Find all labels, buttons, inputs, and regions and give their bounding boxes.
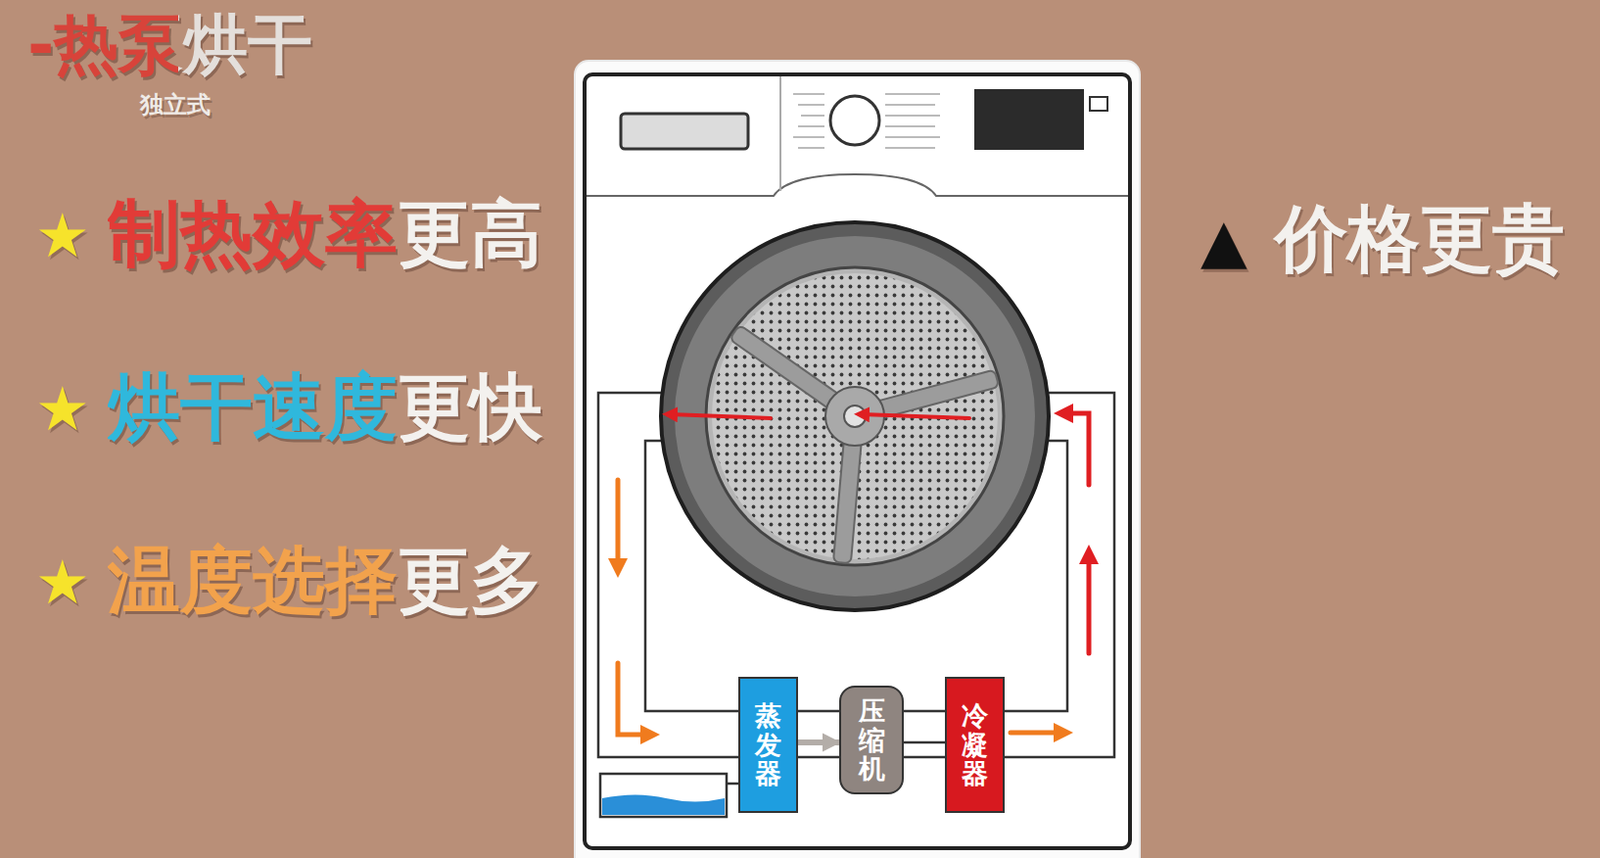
evaporator-box: 蒸发器 — [738, 676, 799, 813]
node-label: 压缩机 — [858, 696, 886, 784]
display-screen — [974, 89, 1084, 150]
condenser-box: 冷凝器 — [944, 676, 1005, 813]
panel-edge — [586, 174, 1129, 196]
node-label: 蒸发器 — [754, 701, 782, 789]
label-wrap: 烘干速度更快 — [107, 359, 543, 458]
triangle-icon: ▲ — [1200, 204, 1248, 277]
machine-outline — [584, 74, 1130, 848]
connector — [903, 741, 945, 745]
label-wrap: 温度选择更多 — [107, 532, 543, 631]
star-icon: ★ — [35, 373, 91, 445]
control-knob — [830, 95, 880, 145]
drawback-text: 价格更贵 — [1274, 190, 1565, 289]
subtitle-text: 独立式 — [140, 89, 211, 121]
detergent-drawer — [620, 113, 749, 149]
feature-text: 烘干速度更快 — [107, 359, 543, 458]
feature-text: 温度选择更多 — [107, 532, 543, 631]
connector — [798, 739, 840, 746]
feature-text: 制热效率更高 — [107, 186, 543, 284]
title-text: -热泵烘干 — [27, 0, 313, 90]
machine-housing — [574, 60, 1140, 858]
water-tank — [600, 773, 727, 817]
label-wrap: 制热效率更高 — [107, 186, 543, 284]
label-wrap: ★ — [35, 546, 91, 618]
label-wrap: 独立式 — [140, 89, 211, 121]
compressor-box: 压缩机 — [839, 685, 904, 795]
title-wrap: -热泵烘干 — [27, 0, 313, 90]
star-icon: ★ — [35, 546, 91, 618]
node-label: 冷凝器 — [961, 701, 989, 789]
label-wrap: ★ — [35, 199, 91, 272]
drum — [660, 222, 1049, 611]
label-wrap: ★ — [35, 373, 91, 445]
star-icon: ★ — [35, 199, 91, 272]
label-wrap: 价格更贵 — [1274, 190, 1565, 289]
label-wrap: ▲ — [1200, 204, 1248, 277]
